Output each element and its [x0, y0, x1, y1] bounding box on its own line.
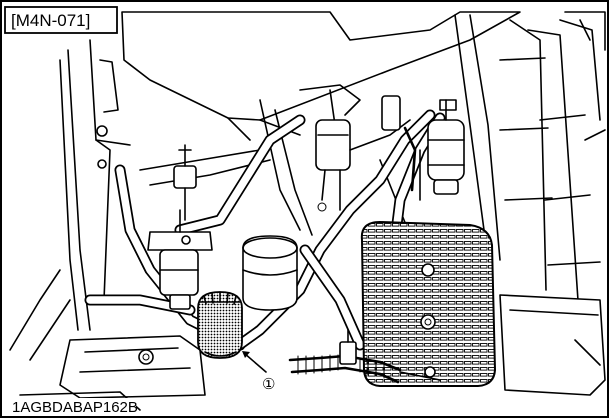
fuel-filter-left	[147, 209, 213, 310]
image-code-caption: 1AGBDABAP162B	[10, 398, 138, 416]
callout-number-1: ①	[262, 376, 275, 393]
grille-screen	[360, 220, 497, 387]
wiring-harness	[288, 126, 441, 384]
background-structure	[9, 11, 606, 411]
oil-filter	[197, 291, 243, 359]
callout-leader	[242, 351, 267, 373]
fuel-filter-right	[427, 99, 465, 195]
figure-tag: [M4N-071]	[4, 6, 118, 34]
figure-tag-text: [M4N-071]	[11, 11, 90, 30]
fuel-pump-small	[173, 144, 197, 221]
canister	[242, 235, 298, 311]
image-code-text: 1AGBDABAP162B	[12, 399, 138, 416]
